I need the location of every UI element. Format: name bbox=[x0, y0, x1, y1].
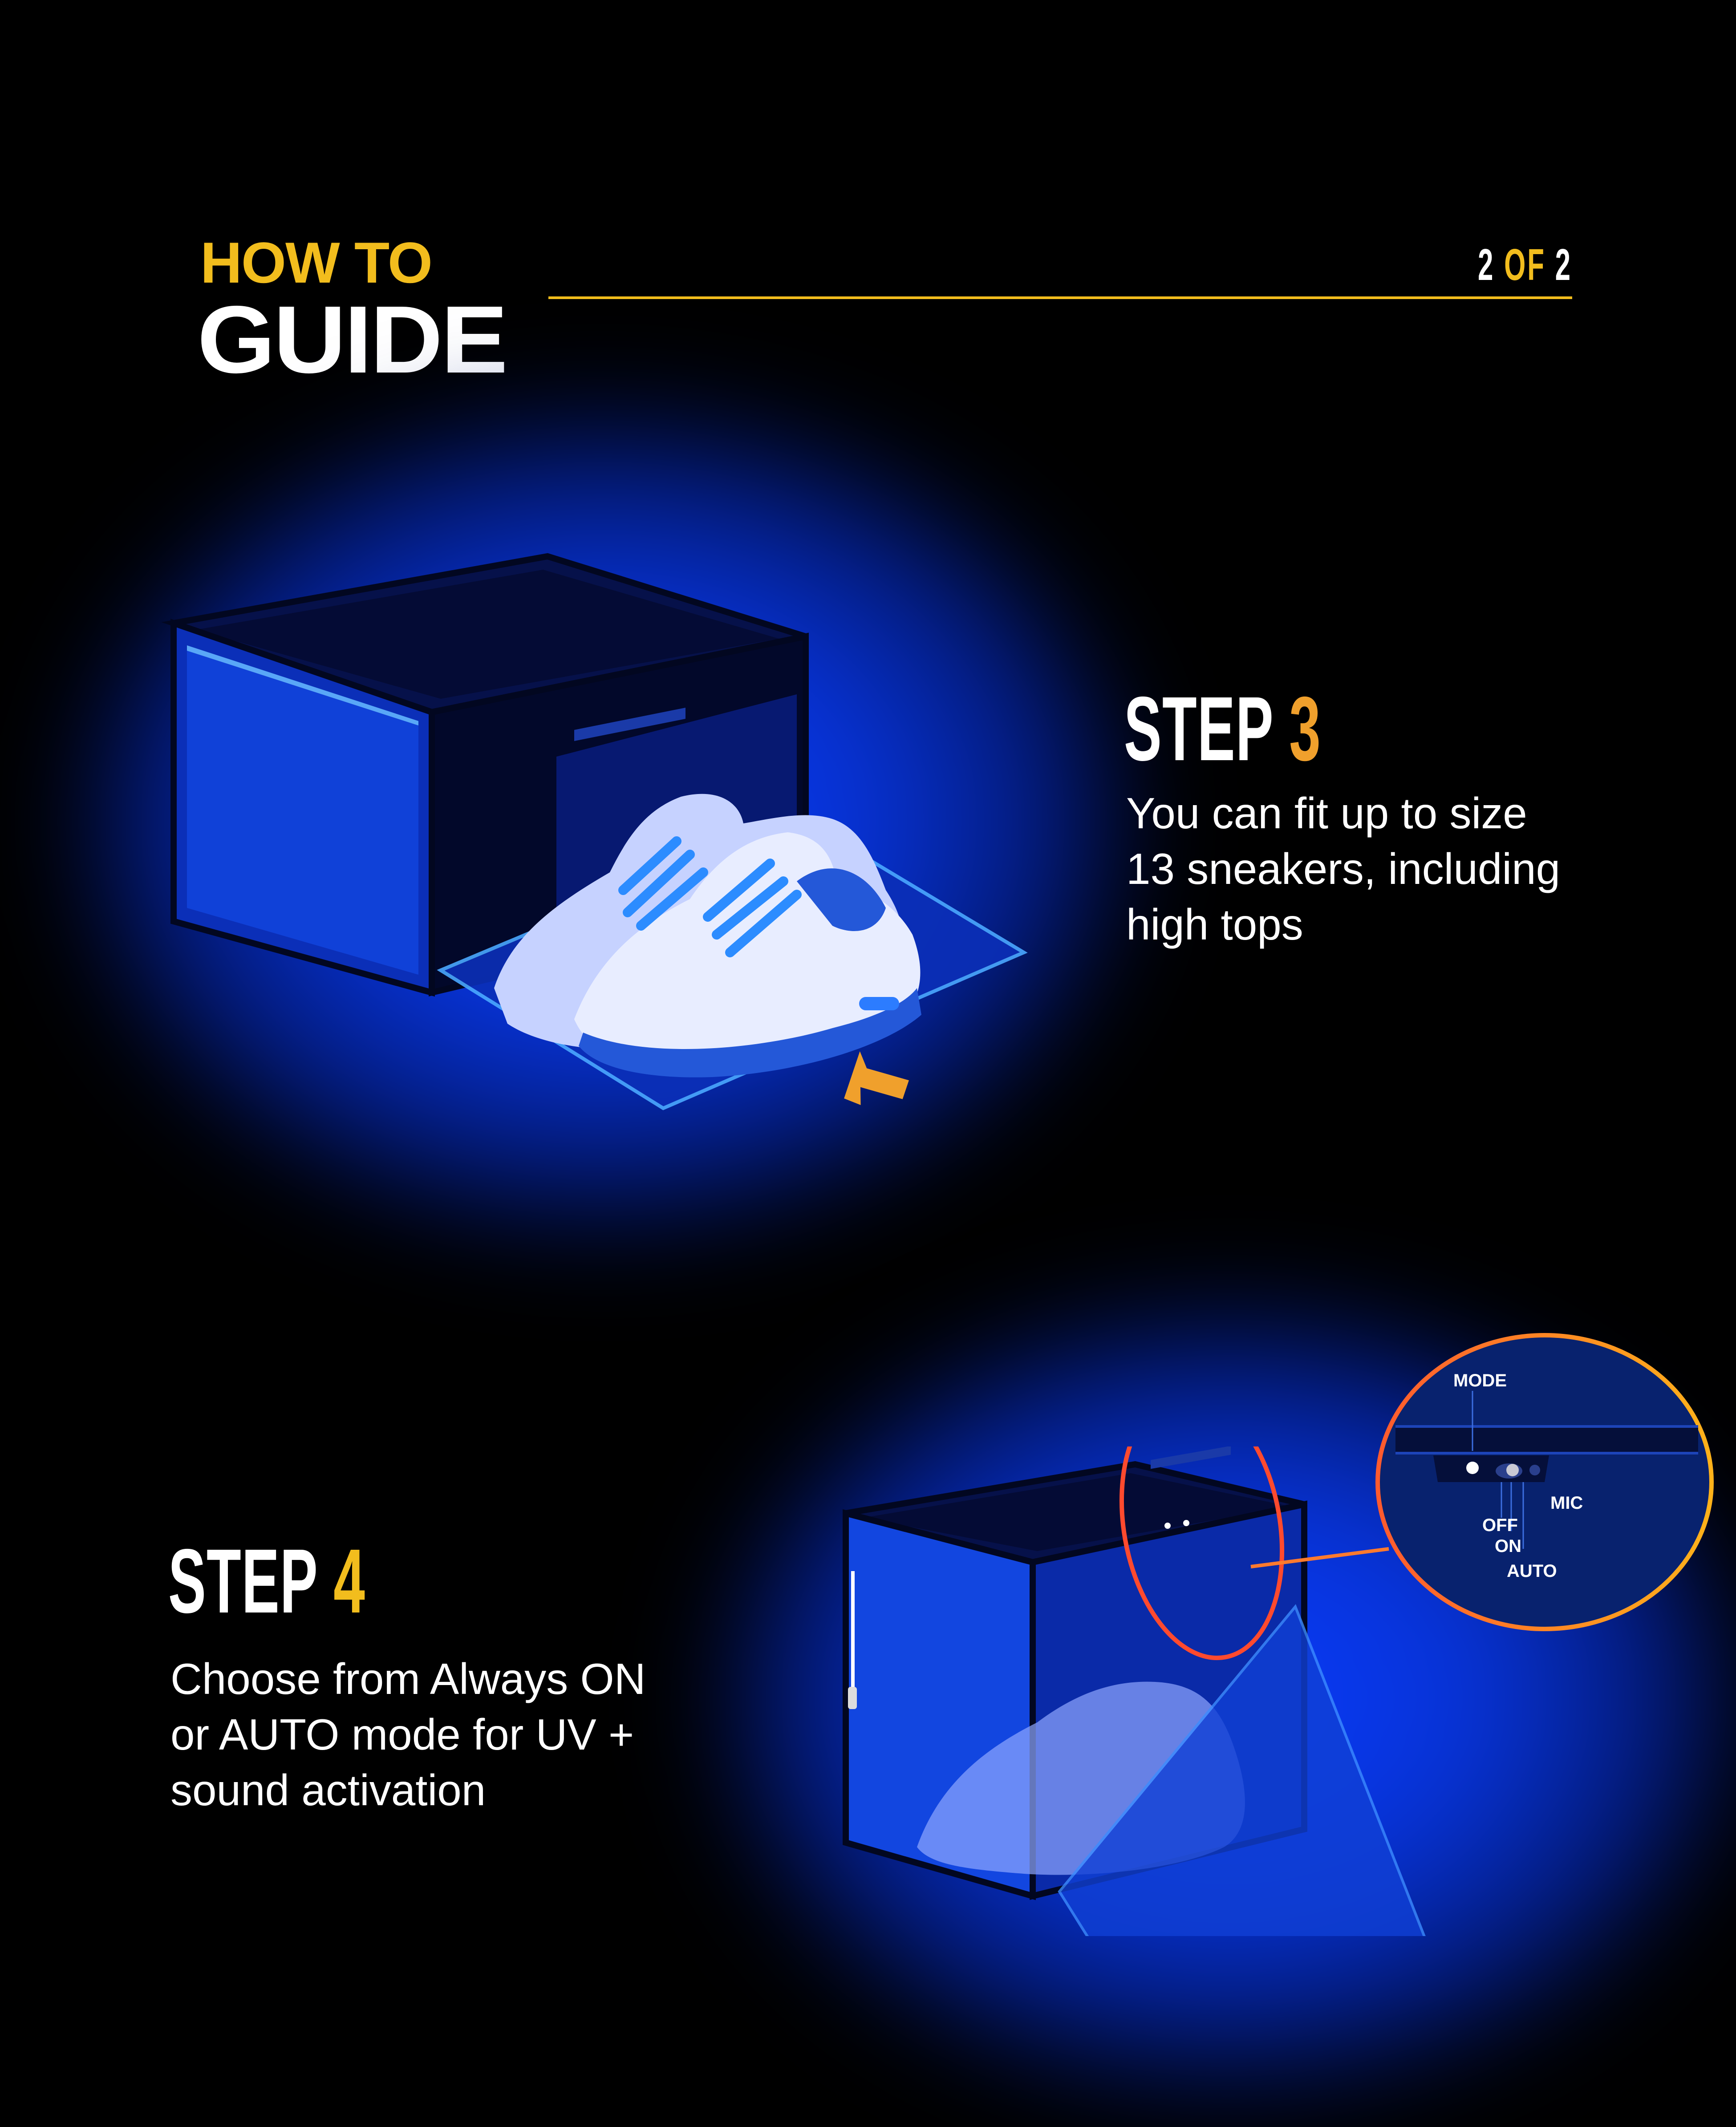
page-current: 2 bbox=[1478, 240, 1495, 290]
page-title: GUIDE bbox=[197, 286, 508, 393]
step4-label: STEP bbox=[168, 1530, 317, 1632]
step3-number: 3 bbox=[1289, 678, 1322, 780]
step4-desc-line: or AUTO mode for UV + bbox=[170, 1710, 634, 1759]
sneaker-box-drawer-open-icon bbox=[161, 553, 1028, 1110]
page-total: 2 bbox=[1555, 240, 1572, 290]
callout-on: ON bbox=[1495, 1536, 1521, 1556]
step3-description: You can fit up to size 13 sneakers, incl… bbox=[1126, 786, 1560, 952]
step3-label: STEP bbox=[1124, 678, 1273, 780]
mode-switch-callout: MODE OFF ON AUTO MIC bbox=[1375, 1333, 1714, 1631]
step3-heading: STEP 3 bbox=[1124, 683, 1321, 774]
mic-icon bbox=[1529, 1465, 1540, 1475]
callout-mic: MIC bbox=[1550, 1493, 1583, 1513]
step4-description: Choose from Always ON or AUTO mode for U… bbox=[170, 1651, 645, 1818]
step3-desc-line: 13 sneakers, including bbox=[1126, 844, 1561, 893]
header-kicker: HOW TO bbox=[200, 230, 433, 295]
callout-title: MODE bbox=[1453, 1371, 1507, 1390]
callout-auto: AUTO bbox=[1507, 1561, 1557, 1581]
step4-heading: STEP 4 bbox=[168, 1535, 365, 1627]
page-indicator: 2 OF 2 bbox=[1478, 243, 1572, 287]
switch-knob-icon bbox=[1506, 1464, 1519, 1476]
step3-desc-line: You can fit up to size bbox=[1126, 789, 1527, 838]
mode-led-icon bbox=[1466, 1462, 1479, 1474]
callout-off: OFF bbox=[1482, 1515, 1518, 1535]
step3-desc-line: high tops bbox=[1126, 900, 1303, 949]
page-of: OF bbox=[1504, 240, 1546, 290]
header-divider bbox=[548, 296, 1572, 299]
step4-desc-line: sound activation bbox=[170, 1766, 486, 1815]
sneaker-box-mode-switch-icon bbox=[843, 1446, 1426, 1936]
step4-number: 4 bbox=[333, 1530, 366, 1632]
step4-desc-line: Choose from Always ON bbox=[170, 1654, 646, 1703]
